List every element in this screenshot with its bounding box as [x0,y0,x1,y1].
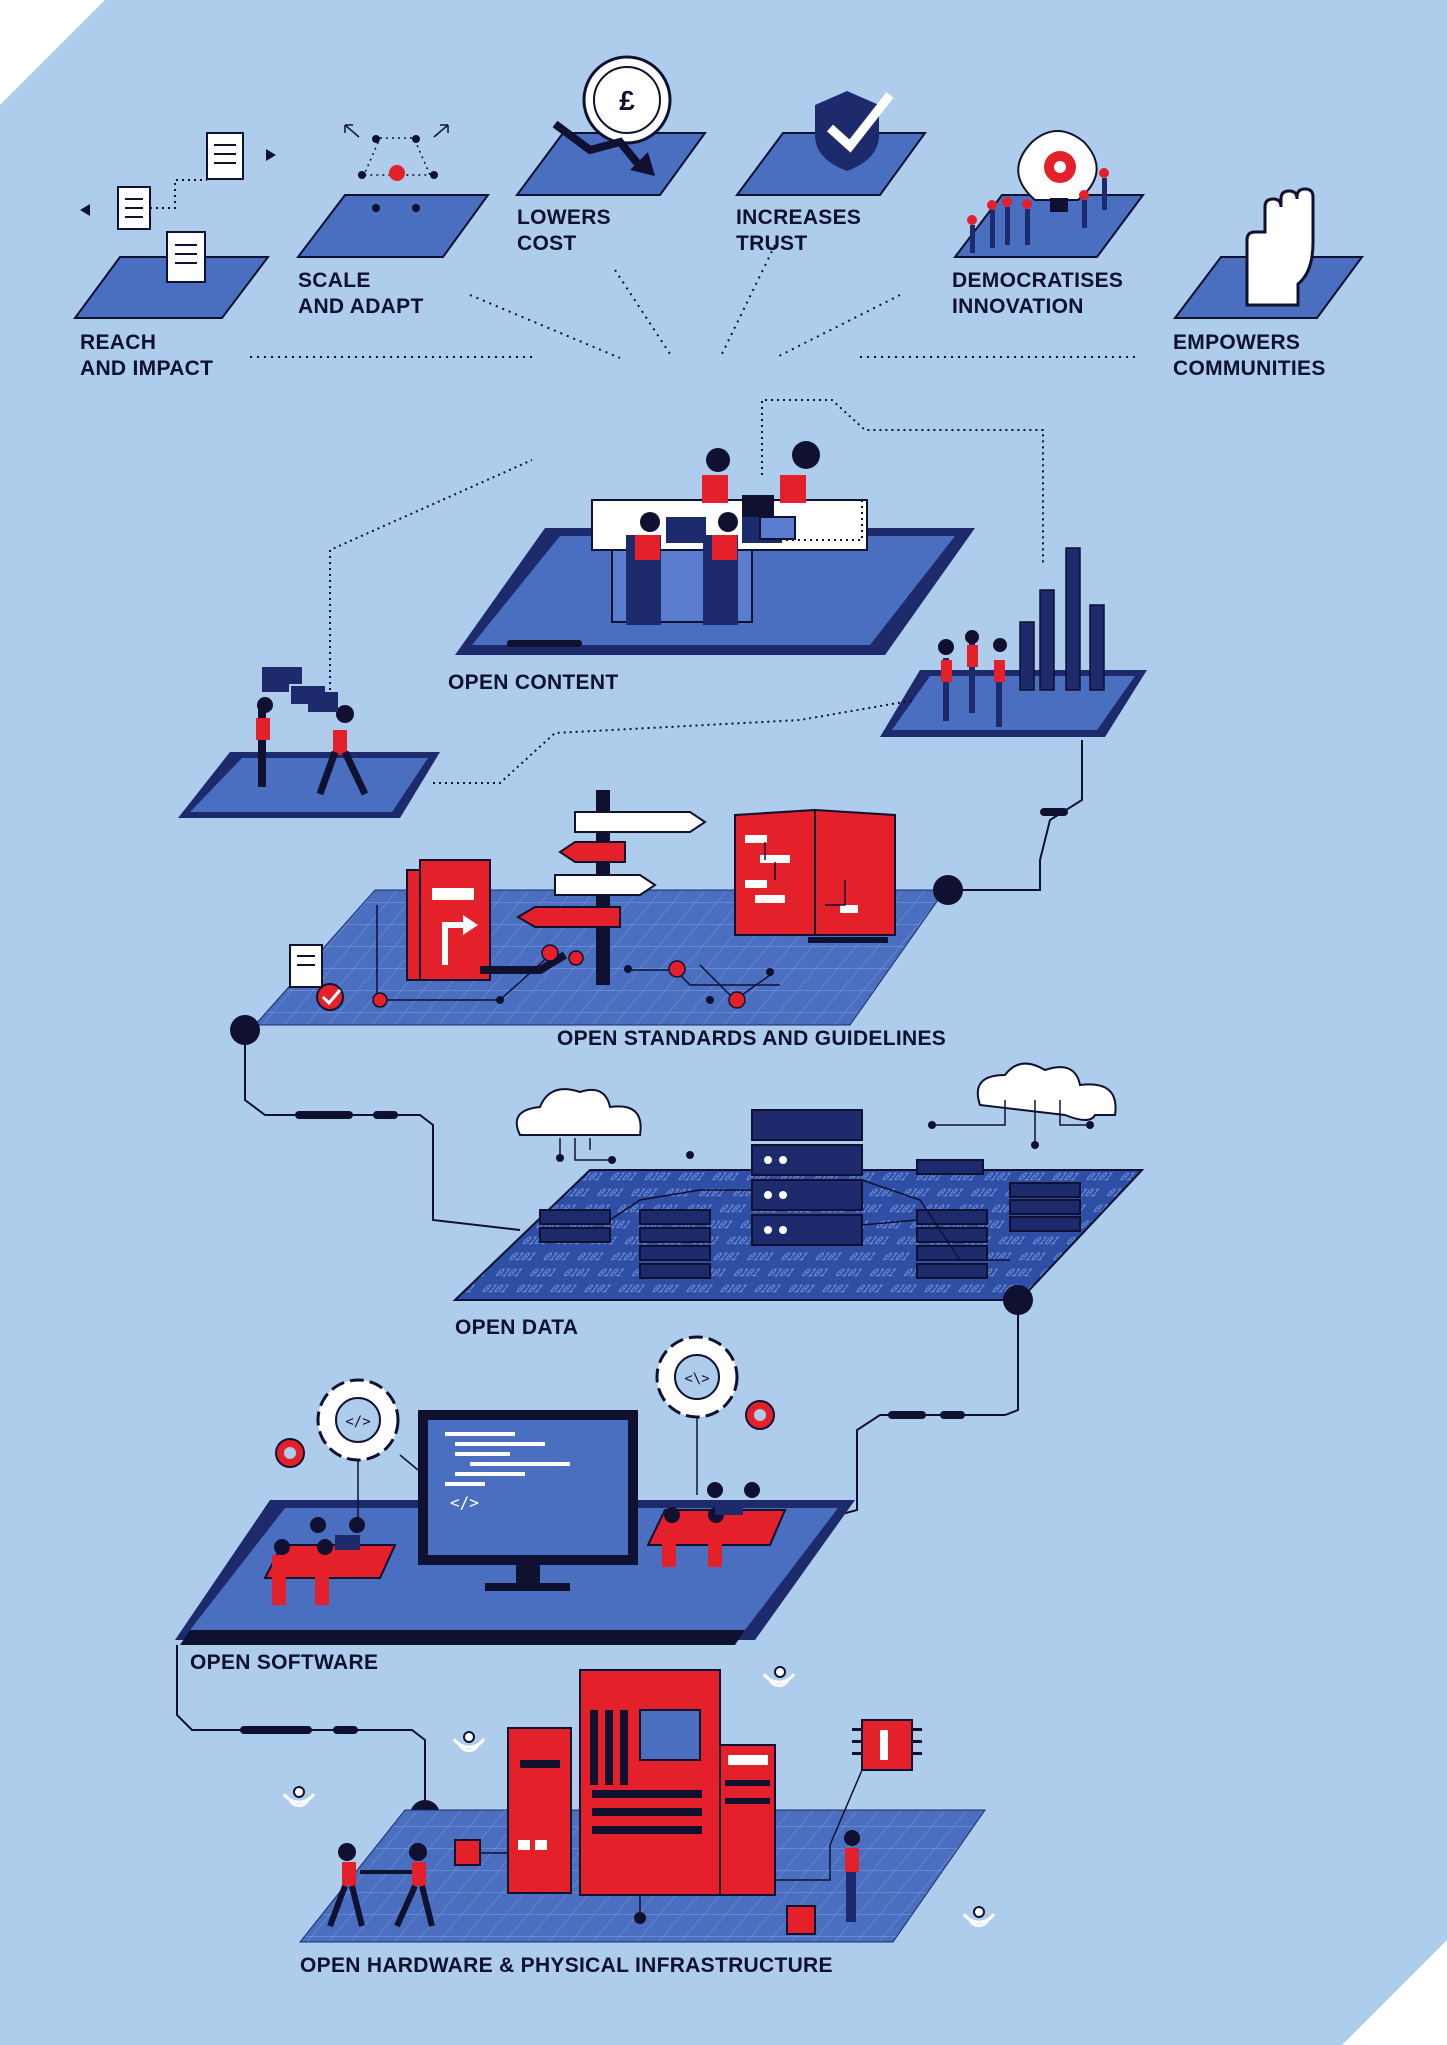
benefit-line1: DEMOCRATISES [952,269,1124,292]
layer-label-open-software: OPEN SOFTWARE [190,1651,379,1674]
connector-standards-chart [933,740,1083,905]
gear-icon: <\> [655,1335,739,1419]
benefit-increases-trust-illustration [735,91,927,196]
shield-icon [815,91,879,171]
svg-text:<\>: <\> [684,1371,709,1387]
benefit-lowers-cost-illustration: £ [515,55,707,196]
pound-icon: £ [619,85,635,116]
benefit-line1: INCREASES [736,206,862,229]
benefit-line2: AND IMPACT [80,357,214,380]
benefit-label-increases-trust: INCREASES TRUST [736,205,861,257]
content-connectors [329,399,1044,784]
benefit-label-lowers-cost: LOWERS COST [517,205,611,257]
benefit-line2: AND ADAPT [298,295,424,318]
server-stack [751,1109,863,1246]
open-software-illustration: </> </> <\> [175,1335,855,1645]
cloud-icon [515,1062,1117,1136]
benefit-line2: COST [517,232,577,255]
benefit-scale-adapt-illustration [295,124,490,258]
layer-label-open-standards: OPEN STANDARDS AND GUIDELINES [557,1027,947,1050]
benefit-line1: REACH [80,331,157,354]
benefit-label-reach-impact: REACH AND IMPACT [80,330,213,382]
open-content-illustration [455,441,975,655]
benefit-empowers-illustration [1172,187,1364,319]
benefit-line1: LOWERS [517,206,611,229]
benefit-connectors [250,244,1140,359]
code-icon: </> [450,1493,479,1512]
benefit-line1: EMPOWERS [1173,331,1301,354]
benefit-democratises-illustration [952,130,1145,258]
benefit-line1: SCALE [298,269,371,292]
benefit-line2: TRUST [736,232,808,255]
open-standards-illustration [253,790,946,1026]
svg-text:</>: </> [345,1414,370,1430]
benefit-label-democratises: DEMOCRATISES INNOVATION [952,268,1123,320]
connector-standards-data [230,1015,521,1231]
open-data-illustration [452,1062,1145,1301]
wifi-icon [282,1673,996,1928]
gear-icon: </> [316,1378,400,1462]
discussion-illustration [178,667,440,818]
fist-icon [1245,187,1315,307]
layer-label-open-content: OPEN CONTENT [448,671,619,694]
open-hardware-illustration [282,1666,996,1943]
benefit-line2: COMMUNITIES [1173,357,1326,380]
layer-label-open-data: OPEN DATA [455,1316,579,1339]
benefit-label-empowers: EMPOWERS COMMUNITIES [1173,330,1326,382]
connector-data-software [819,1285,1033,1521]
benefit-line2: INNOVATION [952,295,1084,318]
benefit-label-scale-adapt: SCALE AND ADAPT [298,268,424,320]
bar-chart-illustration [880,547,1147,737]
benefit-reach-impact-illustration [73,132,276,319]
layer-label-open-hardware: OPEN HARDWARE & PHYSICAL INFRASTRUCTURE [300,1954,833,1977]
